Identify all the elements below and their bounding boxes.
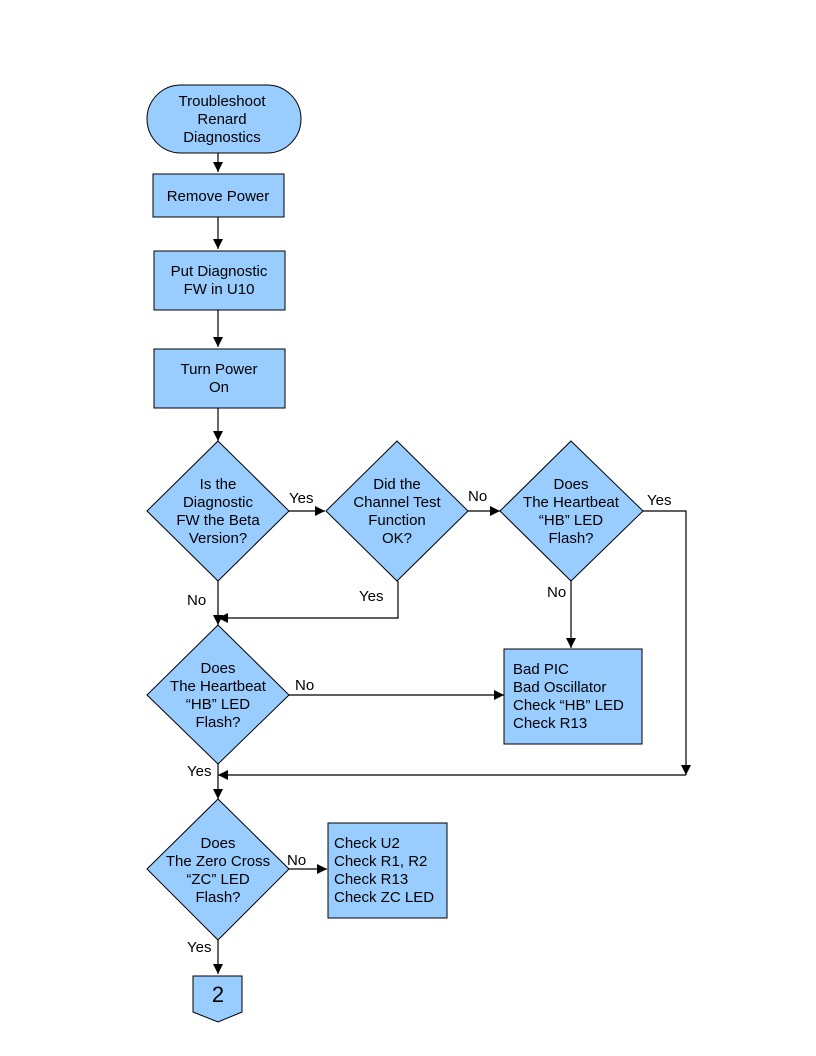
text-line: Did the [373,476,421,493]
text-line: Check R13 [513,715,587,732]
label-channel-yes: Yes [359,588,383,605]
text-line: Is the [200,476,237,493]
text-line: On [209,379,229,396]
text-line: The Heartbeat [523,494,620,511]
label-beta-yes: Yes [289,490,313,507]
label-hb1-yes: Yes [647,492,671,509]
offpage-connector-label: 2 [212,982,224,1007]
edge-hb1-yes [643,510,691,775]
text-line: Does [553,476,588,493]
text-line: Turn Power [181,361,258,378]
text-line: OK? [382,530,412,547]
text-line: Does [200,660,235,677]
text-line: Check R1, R2 [334,853,427,870]
text-line: Bad PIC [513,661,569,678]
label-hb1-no: No [547,584,566,601]
text-line: “HB” LED [539,512,603,529]
text-line: Flash? [548,530,593,547]
label-hb2-yes: Yes [187,763,211,780]
text-line: Flash? [195,889,240,906]
text-line: Diagnostics [183,129,261,146]
node-remove-power: Remove Power [152,173,285,218]
edge-labels: Yes No Yes No Yes No No Yes No Yes [187,488,671,956]
text-line: Does [200,835,235,852]
text-line: FW in U10 [184,281,255,298]
label-channel-no: No [468,488,487,505]
text-line: Check “HB” LED [513,697,624,714]
text-line: “HB” LED [186,696,250,713]
text-line: Put Diagnostic [171,263,268,280]
text-line: Function [368,512,426,529]
label-zc-yes: Yes [187,939,211,956]
text-line: Diagnostic [183,494,254,511]
text-line: Check U2 [334,835,400,852]
text-line: Check R13 [334,871,408,888]
edge-channel-yes [218,581,399,623]
text-line: Check ZC LED [334,889,434,906]
text-line: Renard [197,111,246,128]
text-line: Remove Power [167,188,270,205]
text-line: Channel Test [353,494,441,511]
text-line: “ZC” LED [186,871,250,888]
label-beta-no: No [187,592,206,609]
text-line: Troubleshoot [179,93,267,110]
label-zc-no: No [287,852,306,869]
label-hb2-no: No [295,677,314,694]
text-line: FW the Beta [176,512,260,529]
text-line: Flash? [195,714,240,731]
offpage-connector: 2 [192,975,243,1023]
edges [213,153,691,974]
node-remove-power-text: Remove Power [167,188,270,205]
text-line: The Heartbeat [170,678,267,695]
text-line: Version? [189,530,247,547]
text-line: The Zero Cross [166,853,270,870]
text-line: Bad Oscillator [513,679,606,696]
